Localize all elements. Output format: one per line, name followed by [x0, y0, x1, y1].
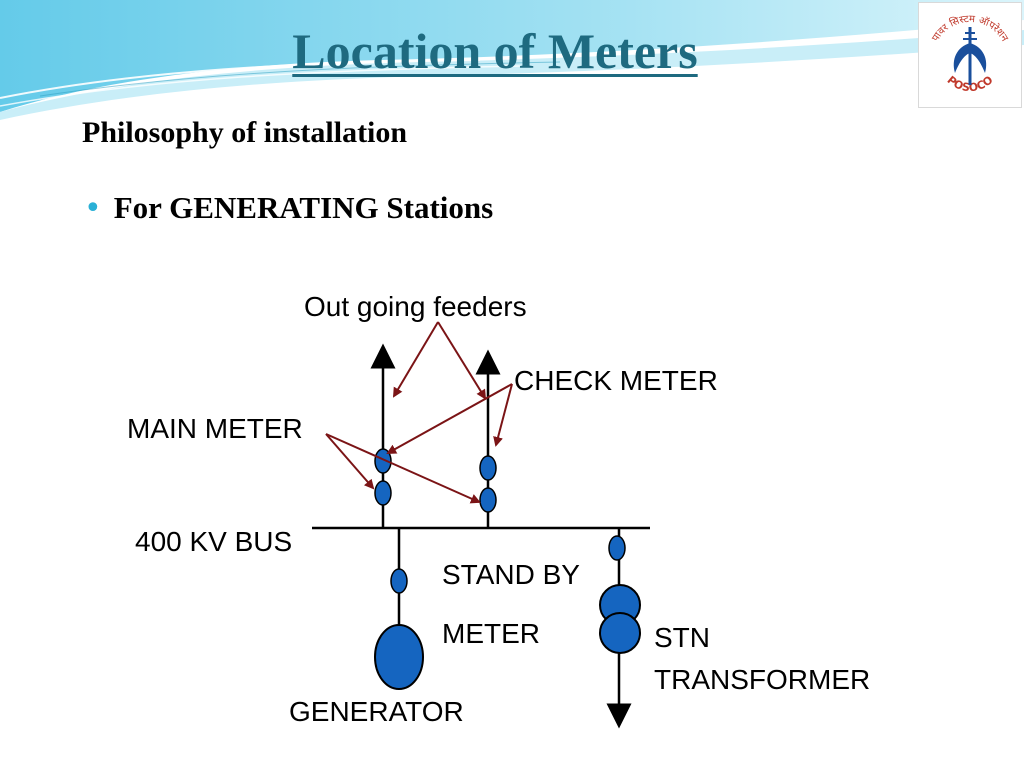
- arrow-main-to-1: [325, 433, 375, 490]
- subtitle: Philosophy of installation: [82, 116, 408, 149]
- arrow-check-to-2: [493, 383, 513, 447]
- label-stn-2: TRANSFORMER: [654, 664, 870, 695]
- main-meter-2: [374, 480, 392, 506]
- bullet-item: • For GENERATING Stations: [84, 190, 493, 226]
- arrow-check-to-1: [386, 383, 513, 454]
- main-meter-1: [374, 448, 392, 474]
- arrow-feeders-to-2: [437, 321, 487, 400]
- label-standby-meter-2: METER: [442, 618, 540, 649]
- check-meter-1: [479, 455, 497, 481]
- label-bus: 400 KV BUS: [135, 526, 292, 557]
- label-stn-1: STN: [654, 622, 710, 653]
- arrow-feeders-to-1: [392, 321, 439, 398]
- arrow-main-to-2: [325, 433, 481, 504]
- stn-transformer-coil-2: [599, 612, 641, 654]
- header-swoosh-decoration: [0, 0, 1024, 120]
- label-main-meter: MAIN METER: [127, 413, 303, 444]
- bullet-text: For GENERATING Stations: [113, 190, 494, 225]
- label-check-meter: CHECK METER: [514, 365, 718, 396]
- posoco-logo: पावर सिस्टम ऑपरेशन POSOCO: [918, 2, 1022, 108]
- bullet-icon: •: [84, 191, 102, 226]
- label-standby-meter-1: STAND BY: [442, 559, 580, 590]
- standby-meter: [390, 568, 408, 594]
- stn-transformer-meter: [608, 535, 626, 561]
- label-outgoing-feeders: Out going feeders: [304, 291, 527, 322]
- slide-title: Location of Meters: [292, 23, 698, 79]
- check-meter-2: [479, 487, 497, 513]
- generator-symbol: [374, 624, 424, 690]
- label-generator: GENERATOR: [289, 696, 464, 727]
